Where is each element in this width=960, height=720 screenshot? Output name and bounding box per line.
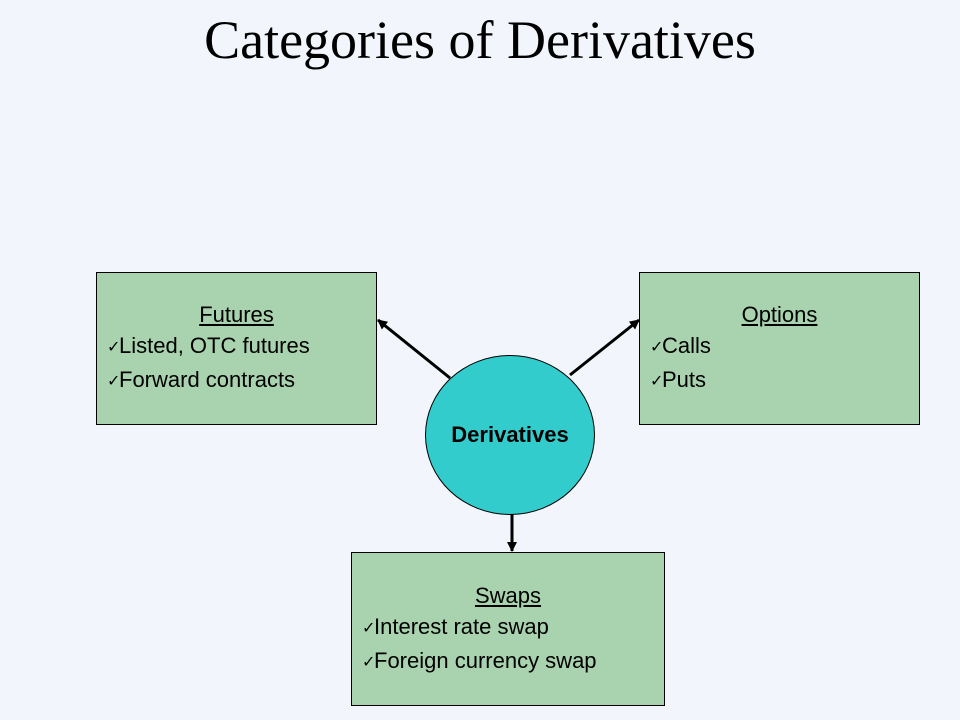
checkmark-icon: ✓ xyxy=(362,654,376,671)
swaps-box: Swaps ✓Interest rate swap ✓Foreign curre… xyxy=(351,552,665,706)
list-item: ✓Listed, OTC futures xyxy=(107,330,376,364)
list-item: ✓Puts xyxy=(650,364,919,398)
swaps-title: Swaps xyxy=(474,583,542,608)
checkmark-icon: ✓ xyxy=(650,373,664,390)
futures-title: Futures xyxy=(199,302,274,327)
list-item: ✓Interest rate swap xyxy=(362,611,664,645)
list-item-text: Listed, OTC futures xyxy=(119,333,310,358)
futures-list: ✓Listed, OTC futures ✓Forward contracts xyxy=(97,330,376,398)
list-item-text: Calls xyxy=(662,333,711,358)
checkmark-icon: ✓ xyxy=(362,620,376,637)
checkmark-icon: ✓ xyxy=(650,339,664,356)
swaps-list: ✓Interest rate swap ✓Foreign currency sw… xyxy=(352,611,664,679)
checkmark-icon: ✓ xyxy=(107,339,121,356)
list-item-text: Puts xyxy=(662,367,707,392)
list-item-text: Interest rate swap xyxy=(374,614,549,639)
list-item: ✓Forward contracts xyxy=(107,364,376,398)
list-item-text: Forward contracts xyxy=(119,367,296,392)
futures-box: Futures ✓Listed, OTC futures ✓Forward co… xyxy=(96,272,377,425)
arrow-to-futures xyxy=(377,318,451,380)
slide-title: Categories of Derivatives xyxy=(204,10,756,70)
checkmark-icon: ✓ xyxy=(107,373,121,390)
hub-label: Derivatives xyxy=(451,422,569,447)
options-box: Options ✓Calls ✓Puts xyxy=(639,272,920,425)
derivatives-hub: Derivatives xyxy=(425,355,595,515)
options-title: Options xyxy=(741,302,818,327)
list-item: ✓Calls xyxy=(650,330,919,364)
list-item-text: Foreign currency swap xyxy=(374,648,597,673)
list-item: ✓Foreign currency swap xyxy=(362,645,664,679)
arrow-to-options xyxy=(569,318,640,377)
options-list: ✓Calls ✓Puts xyxy=(640,330,919,398)
